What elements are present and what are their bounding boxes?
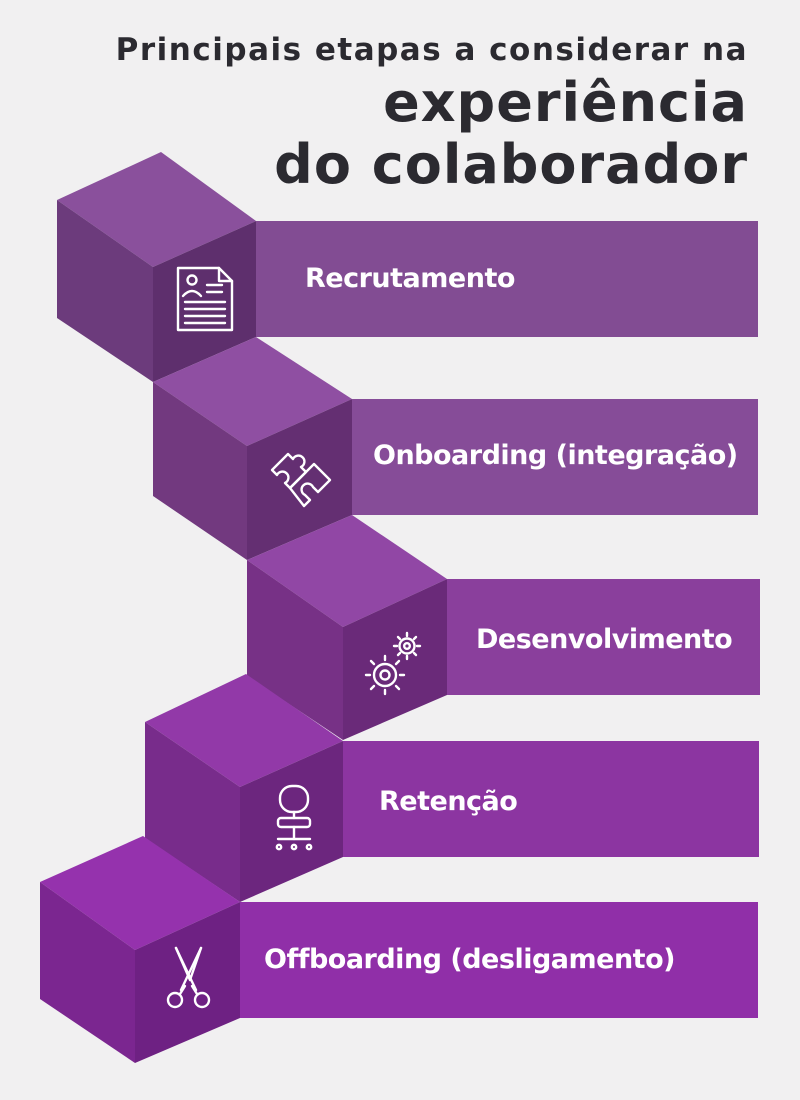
step-label-onboarding: Onboarding (integração): [373, 440, 738, 471]
step-label-desenvolvimento: Desenvolvimento: [476, 624, 733, 655]
step-desenvolvimento: [247, 515, 760, 740]
resume-document-icon: [176, 266, 234, 332]
step-bar: [343, 741, 759, 857]
scissors-icon: [166, 946, 211, 1009]
cube-top-face: [153, 337, 352, 446]
page-title: Principais etapas a considerar na experi…: [116, 28, 748, 196]
cube-front-face: [135, 902, 240, 1063]
step-retencao: [145, 674, 759, 902]
gears-icon: [364, 631, 422, 696]
step-onboarding: [153, 337, 758, 560]
step-bar: [447, 579, 760, 695]
title-line-1: Principais etapas a considerar na: [115, 32, 748, 68]
step-recrutamento: [57, 152, 758, 382]
cube-top-face: [145, 674, 343, 787]
title-line-2: experiência: [383, 71, 748, 134]
step-bar: [256, 221, 758, 337]
step-label-retencao: Retenção: [379, 786, 518, 817]
cube-top-face: [247, 515, 447, 627]
office-chair-icon: [275, 784, 313, 851]
cube-top-face: [40, 836, 240, 950]
cube-left-face: [40, 882, 135, 1063]
title-line-3: do colaborador: [274, 133, 748, 196]
step-label-offboarding: Offboarding (desligamento): [264, 944, 675, 975]
step-bar: [240, 902, 758, 1018]
cube-front-face: [240, 741, 343, 902]
puzzle-icon: [270, 452, 332, 508]
step-bar: [352, 399, 758, 515]
cube-left-face: [145, 722, 240, 902]
cube-top-face: [57, 152, 256, 267]
step-offboarding: [40, 836, 758, 1063]
cube-left-face: [247, 560, 343, 740]
cube-left-face: [57, 200, 153, 382]
cube-front-face: [343, 579, 447, 740]
cube-left-face: [153, 382, 247, 560]
step-label-recrutamento: Recrutamento: [305, 263, 515, 294]
